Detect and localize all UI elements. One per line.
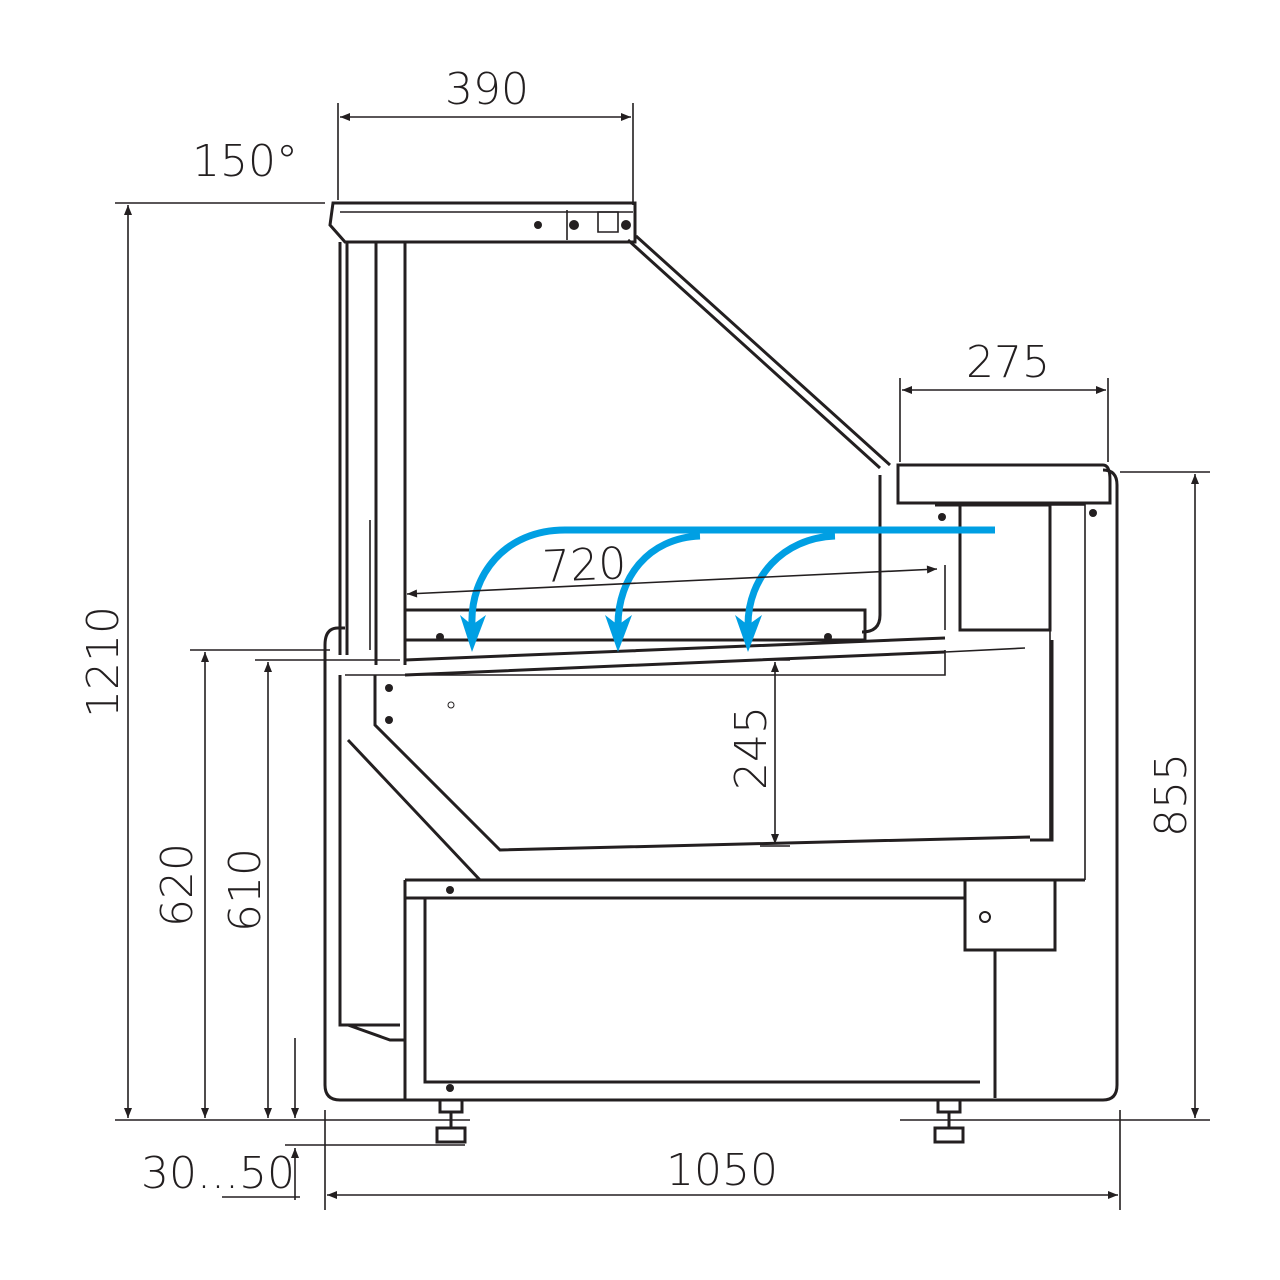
dim-counter-width: 275 bbox=[966, 337, 1050, 388]
dim-total-height: 1210 bbox=[78, 606, 129, 718]
dim-glass-angle: 150° bbox=[192, 136, 298, 187]
dim-total-depth: 1050 bbox=[666, 1145, 778, 1196]
dim-display-depth: 720 bbox=[541, 538, 627, 593]
dim-well-depth: 245 bbox=[726, 706, 777, 790]
dimension-lines bbox=[115, 103, 1210, 1210]
adjustable-feet bbox=[435, 1100, 965, 1144]
dim-deck-height-outer: 620 bbox=[152, 843, 203, 927]
dimension-labels: 390 150° 275 720 1210 855 620 610 245 30… bbox=[78, 64, 1197, 1199]
dim-top-width: 390 bbox=[445, 64, 529, 115]
airflow-arrows bbox=[460, 526, 995, 652]
dim-deck-height-inner: 610 bbox=[220, 848, 271, 932]
cabinet-outline bbox=[323, 201, 1119, 1102]
dim-counter-height: 855 bbox=[1146, 753, 1197, 837]
dim-feet-adjust: 30...50 bbox=[141, 1148, 295, 1199]
